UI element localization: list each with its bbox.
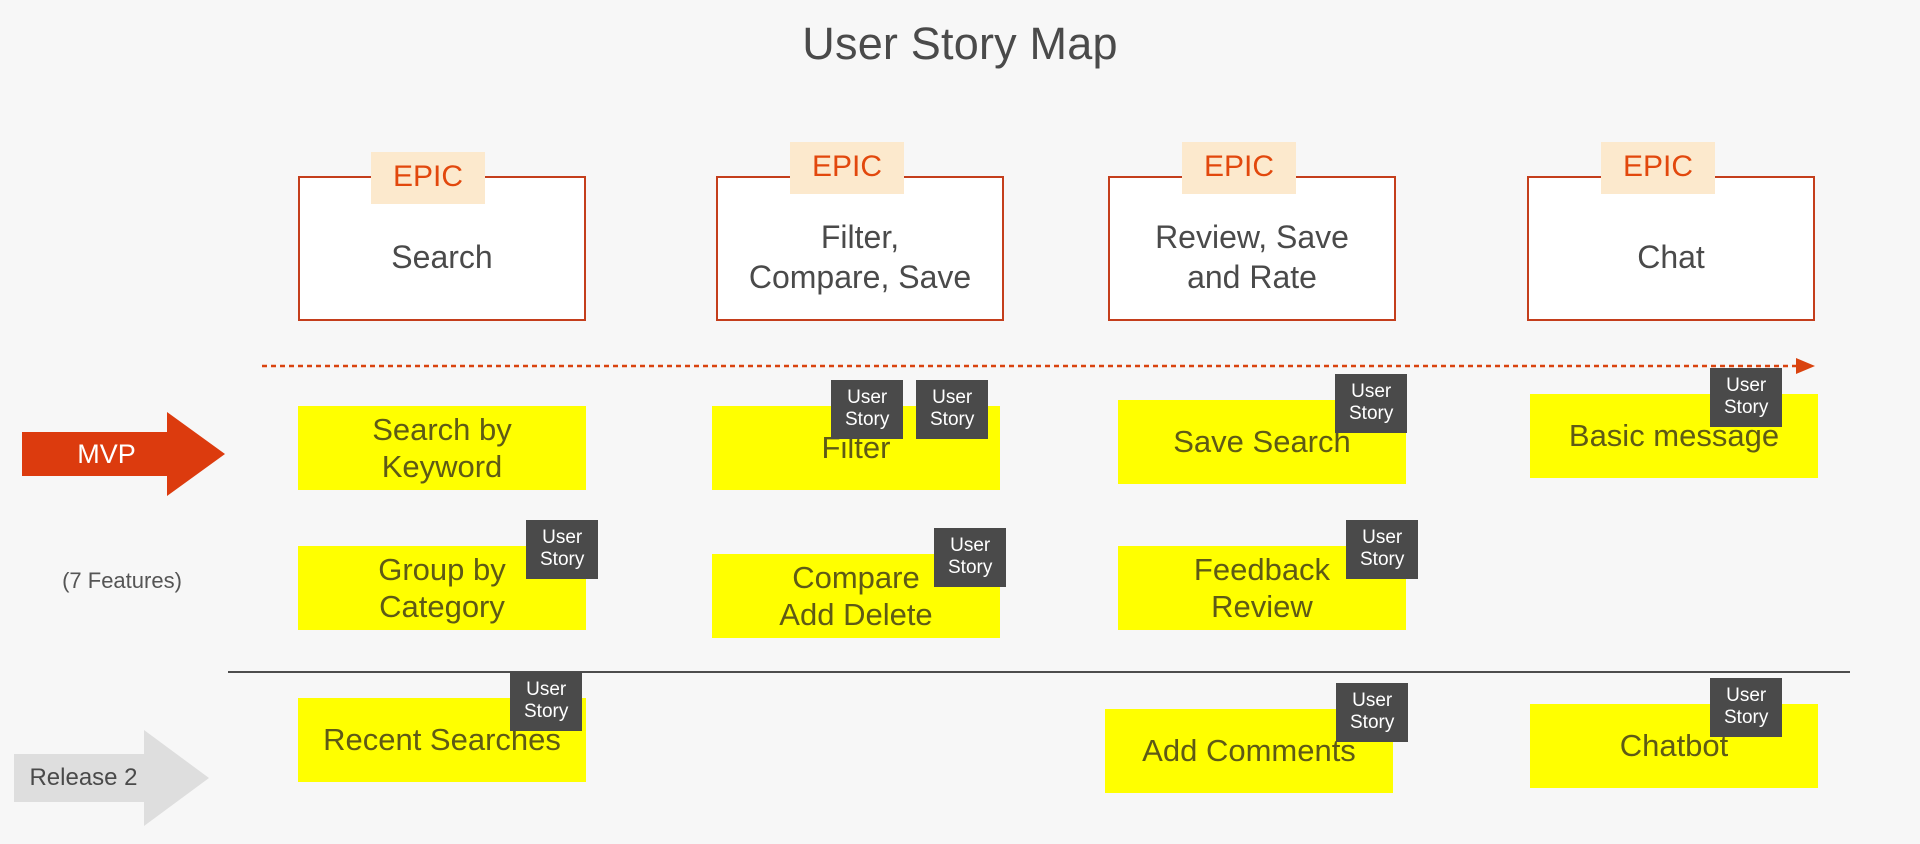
story-badge-line-1: User <box>1726 685 1767 706</box>
epic-title: Search <box>391 238 493 275</box>
epic-title: Chat <box>1637 238 1705 275</box>
backbone-timeline-arrow <box>262 356 1815 376</box>
story-badge: User Story <box>1710 368 1783 428</box>
epic-card-chat[interactable]: Chat <box>1527 176 1815 321</box>
story-badge-line-1: User <box>847 387 888 408</box>
epic-card-filter[interactable]: Filter, Compare, Save <box>716 176 1004 321</box>
story-badge-line-1: User <box>950 535 991 556</box>
story-badge-line-2: Story <box>1350 712 1395 734</box>
story-badge-line-1: User <box>1352 690 1393 711</box>
story-badge: User Story <box>934 528 1007 588</box>
story-badge-line-1: User <box>542 527 583 548</box>
epic-badge: EPIC <box>1182 142 1297 194</box>
story-badge-line-2: Story <box>524 701 569 723</box>
story-badge-line-2: Story <box>1724 707 1769 729</box>
release-arrow-release2[interactable]: Release 2 <box>14 728 209 828</box>
story-card-label: Add Comments <box>1142 733 1356 769</box>
story-badge: User Story <box>510 672 583 732</box>
story-card-save-search[interactable]: Save Search User Story <box>1118 374 1488 484</box>
story-card-body[interactable]: Filter <box>712 406 1000 490</box>
story-card-filter[interactable]: Filter User Story <box>712 380 1082 490</box>
story-card-add-comments[interactable]: Add Comments User Story <box>1105 683 1475 793</box>
story-card-body[interactable]: Search by Keyword <box>298 406 586 490</box>
mvp-feature-count: (7 Features) <box>62 568 182 593</box>
story-badge-line-2: Story <box>845 409 890 431</box>
story-badge: User Story <box>526 520 599 580</box>
story-card-basic-message[interactable]: Basic message User Story <box>1530 368 1900 478</box>
story-badge: User Story <box>1336 683 1409 743</box>
page-title: User Story Map <box>802 18 1118 69</box>
story-card-search-by-keyword[interactable]: Search by Keyword User Story <box>298 380 904 490</box>
epic-title: Review, Save and Rate <box>1155 219 1349 295</box>
story-card-recent-searches[interactable]: Recent Searches User Story <box>298 672 668 782</box>
story-badge-line-2: Story <box>1724 397 1769 419</box>
story-card-label: Group by Category <box>378 551 506 624</box>
release-divider <box>228 671 1850 673</box>
story-badge: User Story <box>1346 520 1419 580</box>
story-card-chatbot[interactable]: Chatbot User Story <box>1530 678 1900 788</box>
story-badge-line-2: Story <box>1360 549 1405 571</box>
epic-card-review[interactable]: Review, Save and Rate <box>1108 176 1396 321</box>
story-badge: User Story <box>831 380 904 440</box>
release-arrow-mvp[interactable]: MVP <box>22 412 225 496</box>
epic-badge: EPIC <box>790 142 905 194</box>
story-badge-line-1: User <box>526 679 567 700</box>
story-badge-line-2: Story <box>540 549 585 571</box>
story-card-label: Feedback Review <box>1193 551 1331 624</box>
story-badge-line-2: Story <box>930 409 975 431</box>
epic-badge: EPIC <box>1601 142 1716 194</box>
story-card-group-by-category[interactable]: Group by Category User Story <box>298 520 668 630</box>
story-badge-line-1: User <box>932 387 973 408</box>
story-badge-line-1: User <box>1726 375 1767 396</box>
story-badge-line-2: Story <box>948 557 993 579</box>
story-badge: User Story <box>1335 374 1408 434</box>
story-badge-line-2: Story <box>1349 403 1394 425</box>
story-badge: User Story <box>916 380 989 440</box>
story-card-label: Compare Add Delete <box>779 559 933 632</box>
epic-title: Filter, Compare, Save <box>748 219 972 295</box>
release-arrow-label: MVP <box>77 438 136 469</box>
story-card-feedback-review[interactable]: Feedback Review User Story <box>1118 520 1488 630</box>
epic-badge: EPIC <box>371 152 486 204</box>
story-card-label: Search by Keyword <box>372 411 512 484</box>
story-badge-line-1: User <box>1362 527 1403 548</box>
story-card-compare-add-delete[interactable]: Compare Add Delete User Story <box>712 528 1082 638</box>
story-badge-line-1: User <box>1351 381 1392 402</box>
release-arrow-label: Release 2 <box>29 764 138 791</box>
story-card-label: Save Search <box>1173 424 1351 460</box>
story-badge: User Story <box>1710 678 1783 738</box>
